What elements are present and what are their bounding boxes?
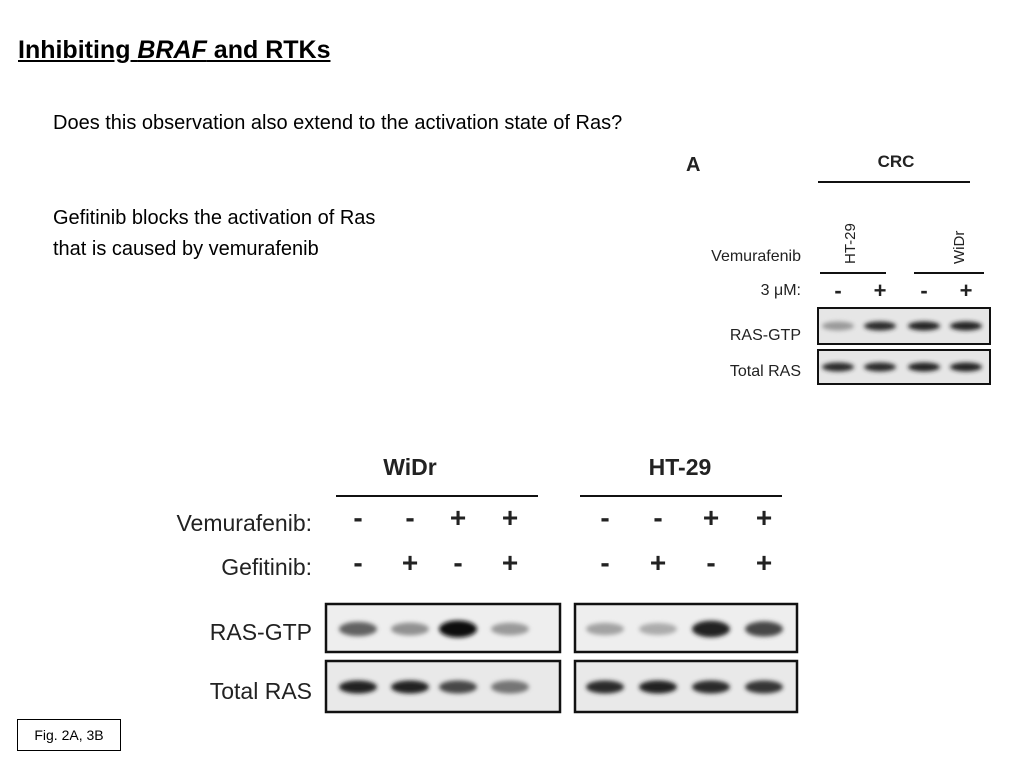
statement-line-2: that is caused by vemurafenib: [53, 238, 319, 260]
band-ras-gtp-0-3: [491, 622, 529, 636]
band-ras-gtp-1-2: [692, 620, 730, 638]
band-ras-gtp-0-1: [391, 622, 429, 636]
gefitinib-sign-0-3: +: [502, 547, 518, 578]
band-total-ras-0-2: [439, 680, 477, 694]
treatment-label: Vemurafenib: [711, 248, 801, 265]
gefitinib-sign-0-1: +: [402, 547, 418, 578]
band-ras-gtp-1-1: [639, 623, 677, 635]
band-ras-gtp-1: [864, 321, 896, 331]
band-total-ras-1-3: [745, 680, 783, 694]
row-label-total-ras: Total RAS: [730, 363, 801, 380]
cell-line-label-0: HT-29: [842, 223, 859, 264]
vemurafenib-sign-1-1: -: [653, 502, 662, 533]
band-total-ras-1-2: [692, 680, 730, 694]
cell-line-label-1: WiDr: [951, 231, 968, 264]
band-total-ras-1-0: [586, 680, 624, 694]
band-total-ras-0-0: [339, 680, 377, 694]
band-ras-gtp-1-3: [745, 621, 783, 637]
band-ras-gtp-0-0: [339, 621, 377, 637]
group-label-1: HT-29: [649, 454, 712, 480]
vemurafenib-sign-0-0: -: [353, 502, 362, 533]
title-suffix: and RTKs: [206, 36, 331, 64]
dose-label: 3 μM:: [761, 282, 801, 299]
row-label-ras-gtp: RAS-GTP: [730, 327, 801, 344]
question-text: Does this observation also extend to the…: [53, 112, 623, 134]
gefitinib-sign-1-1: +: [650, 547, 666, 578]
band-ras-gtp-0: [822, 321, 854, 331]
vemurafenib-sign-0-1: -: [405, 502, 414, 533]
gefitinib-sign-0-2: -: [453, 547, 462, 578]
slide-title: Inhibiting BRAF and RTKs: [18, 36, 330, 65]
lane-sign-0: -: [834, 278, 841, 303]
title-gene: BRAF: [137, 36, 207, 64]
statement-text: Gefitinib blocks the activation of Ras t…: [53, 203, 473, 265]
band-total-ras-0-1: [391, 680, 429, 694]
title-prefix: Inhibiting: [18, 36, 138, 64]
row-label-total-ras: Total RAS: [210, 678, 312, 704]
row-label-vemurafenib: Vemurafenib:: [176, 510, 312, 536]
row-label-gefitinib: Gefitinib:: [221, 554, 312, 580]
band-ras-gtp-3: [950, 321, 982, 331]
band-total-ras-1-1: [639, 680, 677, 694]
gefitinib-sign-1-2: -: [706, 547, 715, 578]
vemurafenib-sign-1-2: +: [703, 502, 719, 533]
group-label-0: WiDr: [383, 454, 437, 480]
statement-line-1: Gefitinib blocks the activation of Ras: [53, 207, 376, 229]
band-ras-gtp-2: [908, 321, 940, 331]
band-total-ras-0-3: [491, 680, 529, 694]
vemurafenib-sign-0-3: +: [502, 502, 518, 533]
gefitinib-sign-1-0: -: [600, 547, 609, 578]
vemurafenib-sign-1-3: +: [756, 502, 772, 533]
band-ras-gtp-0-2: [439, 620, 477, 638]
row-label-ras-gtp: RAS-GTP: [210, 619, 312, 645]
figure-b-western-blot: WiDr--++-+-+HT-29--++-+-+Vemurafenib:Gef…: [176, 454, 799, 714]
lane-sign-2: -: [920, 278, 927, 303]
lane-sign-3: +: [960, 278, 973, 303]
vemurafenib-sign-1-0: -: [600, 502, 609, 533]
gefitinib-sign-1-3: +: [756, 547, 772, 578]
band-total-ras-3: [950, 362, 982, 372]
band-total-ras-1: [864, 362, 896, 372]
gefitinib-sign-0-0: -: [353, 547, 362, 578]
figure-caption: Fig. 2A, 3B: [17, 719, 121, 751]
vemurafenib-sign-0-2: +: [450, 502, 466, 533]
band-total-ras-2: [908, 362, 940, 372]
band-ras-gtp-1-0: [586, 622, 624, 636]
panel-label: A: [686, 154, 700, 176]
group-label-crc: CRC: [878, 152, 915, 171]
lane-sign-1: +: [874, 278, 887, 303]
band-total-ras-0: [822, 362, 854, 372]
